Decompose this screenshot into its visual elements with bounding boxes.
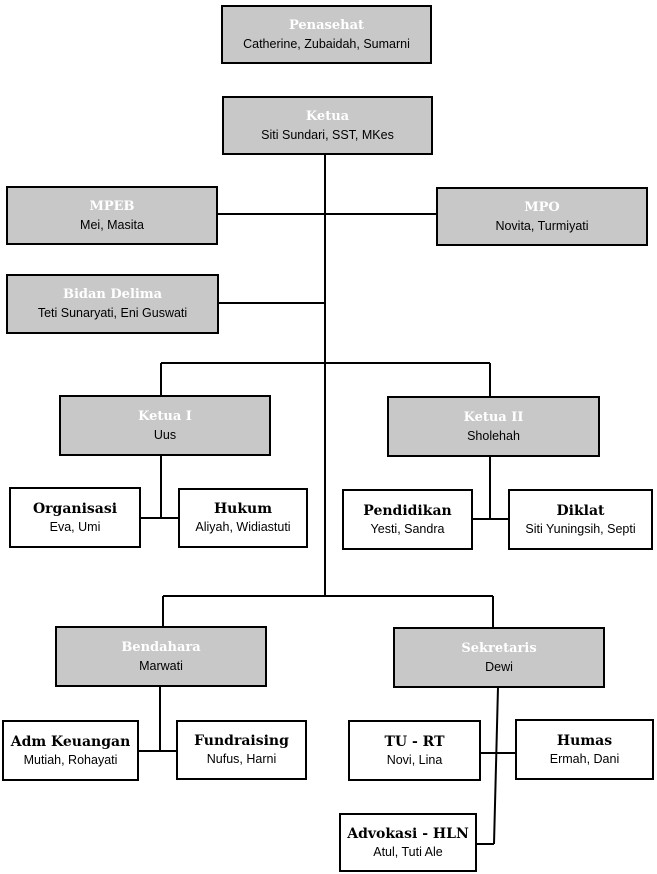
- node-names: Uus: [153, 427, 177, 442]
- node-diklat: Diklat Siti Yuningsih, Septi: [508, 489, 653, 550]
- node-names: Mei, Masita: [80, 217, 144, 232]
- node-title: TU - RT: [384, 733, 445, 750]
- node-title: Ketua I: [138, 408, 192, 424]
- node-fundraising: Fundraising Nufus, Harni: [176, 720, 307, 780]
- node-title: Ketua II: [463, 409, 524, 425]
- node-tu-rt: TU - RT Novi, Lina: [348, 720, 481, 781]
- node-title: Penasehat: [288, 17, 365, 33]
- node-title: Fundraising: [194, 733, 289, 749]
- node-names: Siti Yuningsih, Septi: [525, 521, 636, 536]
- node-title: Organisasi: [32, 500, 118, 517]
- node-sekretaris: Sekretaris Dewi: [393, 627, 605, 688]
- node-names: Novi, Lina: [386, 752, 443, 767]
- node-title: Diklat: [556, 502, 605, 519]
- node-title: Bidan Delima: [62, 287, 163, 302]
- node-names: Sholehah: [467, 428, 520, 443]
- node-names: Teti Sunaryati, Eni Guswati: [37, 306, 188, 320]
- node-ketua-2: Ketua II Sholehah: [387, 396, 600, 457]
- node-title: MPO: [524, 199, 560, 215]
- node-names: Marwati: [139, 658, 183, 673]
- node-names: Ermah, Dani: [549, 751, 620, 766]
- node-title: Hukum: [213, 501, 273, 517]
- node-title: Humas: [556, 732, 613, 749]
- node-mpo: MPO Novita, Turmiyati: [436, 187, 648, 246]
- node-names: Nufus, Harni: [206, 752, 277, 766]
- node-bidan-delima: Bidan Delima Teti Sunaryati, Eni Guswati: [6, 274, 219, 334]
- node-names: Novita, Turmiyati: [495, 218, 589, 233]
- node-ketua-1: Ketua I Uus: [59, 395, 271, 456]
- node-title: Pendidikan: [363, 502, 452, 519]
- node-adm-keuangan: Adm Keuangan Mutiah, Rohayati: [2, 720, 139, 781]
- node-pendidikan: Pendidikan Yesti, Sandra: [342, 489, 473, 550]
- node-names: Dewi: [485, 659, 513, 674]
- node-names: Yesti, Sandra: [370, 521, 445, 536]
- node-names: Atul, Tuti Ale: [373, 844, 443, 859]
- node-names: Aliyah, Widiastuti: [195, 520, 291, 534]
- node-bendahara: Bendahara Marwati: [55, 626, 267, 687]
- sekretaris-down: [493, 686, 499, 845]
- node-title: Advokasi - HLN: [347, 825, 469, 842]
- node-names: Eva, Umi: [49, 519, 101, 534]
- node-hukum: Hukum Aliyah, Widiastuti: [178, 488, 308, 548]
- node-names: Catherine, Zubaidah, Sumarni: [243, 36, 410, 51]
- node-names: Siti Sundari, SST, MKes: [261, 127, 394, 142]
- node-title: Bendahara: [121, 639, 201, 655]
- node-advokasi-hln: Advokasi - HLN Atul, Tuti Ale: [339, 813, 477, 872]
- node-title: Sekretaris: [461, 640, 537, 656]
- node-names: Mutiah, Rohayati: [23, 752, 118, 767]
- node-humas: Humas Ermah, Dani: [515, 719, 654, 780]
- node-ketua: Ketua Siti Sundari, SST, MKes: [222, 96, 433, 155]
- node-organisasi: Organisasi Eva, Umi: [9, 487, 141, 548]
- node-penasehat: Penasehat Catherine, Zubaidah, Sumarni: [221, 5, 432, 64]
- node-mpeb: MPEB Mei, Masita: [6, 186, 218, 245]
- node-title: Ketua: [305, 108, 350, 124]
- node-title: MPEB: [89, 198, 135, 214]
- node-title: Adm Keuangan: [10, 733, 131, 750]
